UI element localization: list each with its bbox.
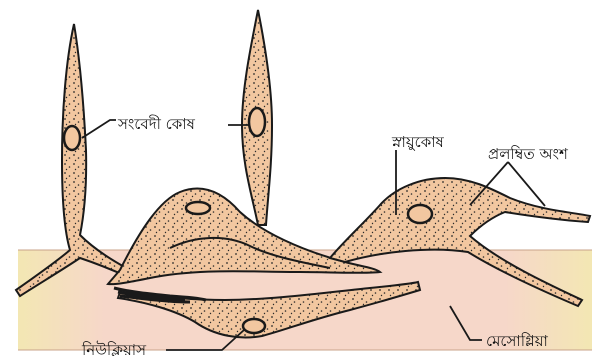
nerve-cell-label: স্নায়ুকোষ — [391, 133, 445, 151]
sensory-cell-leader — [82, 120, 116, 138]
mesoglea-label: মেসোগ্লিয়া — [486, 332, 549, 350]
central-nerve-cell-nucleus — [186, 202, 210, 214]
sensory-cell-right-nucleus — [249, 108, 265, 136]
processes-label: প্রলম্বিত অংশ — [488, 145, 569, 163]
sensory-cell-left-nucleus — [64, 126, 80, 150]
bottom-nerve-cell-nucleus — [243, 319, 265, 333]
central-nerve-cell — [108, 189, 380, 285]
sensory-cell-label: সংবেদী কোষ — [117, 115, 196, 133]
nucleus-label: নিউক্লিয়াস — [81, 341, 147, 359]
nerve-cell-right-nucleus — [408, 205, 432, 223]
